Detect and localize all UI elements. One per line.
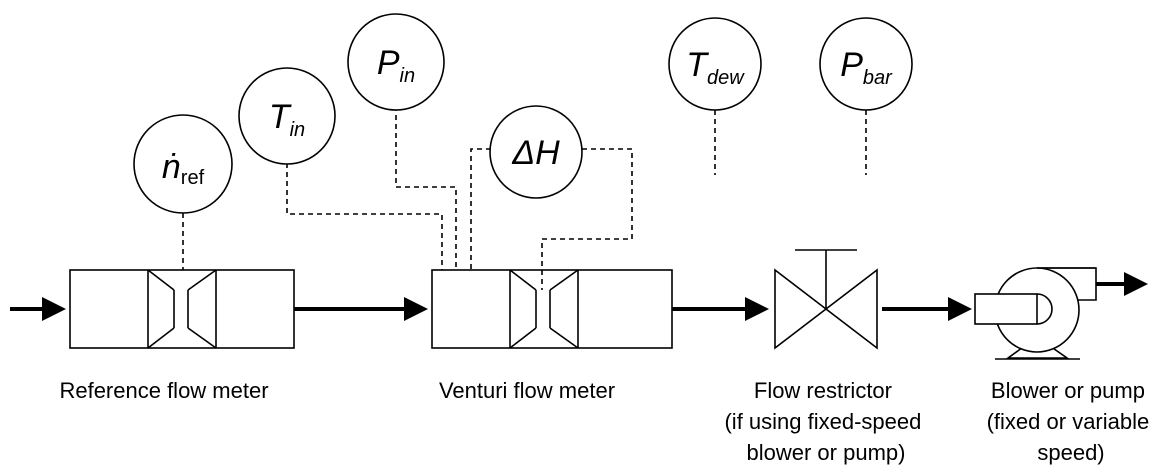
svg-text:Pin: Pin	[377, 44, 415, 87]
ndot-ref-symbol: ṅ	[162, 148, 181, 186]
svg-text:Tdew: Tdew	[686, 46, 745, 89]
flow-restrictor-label: Flow restrictor (if using fixed-speed bl…	[724, 378, 927, 465]
t-in-subscript: in	[290, 119, 306, 141]
delta-h-instrument: ΔH	[489, 105, 583, 199]
delta-h-low-signal-line	[541, 148, 633, 290]
flow-restrictor-valve	[774, 249, 878, 350]
p-in-instrument: Pin	[347, 13, 445, 111]
p-in-symbol: P	[377, 44, 400, 82]
delta-h-symbol: ΔH	[511, 134, 560, 172]
delta-h-high-signal-line	[470, 148, 491, 270]
t-dew-instrument: Tdew	[668, 17, 762, 111]
blower-pump	[974, 267, 1097, 360]
svg-text:Pbar: Pbar	[840, 46, 893, 89]
reference-flow-meter	[69, 269, 295, 349]
p-bar-instrument: Pbar	[819, 17, 913, 111]
ndot-ref-subscript: ref	[181, 167, 205, 189]
p-bar-subscript: bar	[863, 67, 893, 89]
p-in-subscript: in	[400, 65, 416, 87]
svg-text:ṅref: ṅref	[162, 148, 205, 189]
blower-label: Blower or pump (fixed or variable speed)	[987, 378, 1156, 465]
ndot-ref-instrument: ṅref	[133, 114, 233, 214]
t-dew-subscript: dew	[707, 67, 745, 89]
p-in-signal-line	[395, 97, 457, 270]
t-in-symbol: T	[269, 98, 292, 136]
t-dew-symbol: T	[686, 46, 709, 84]
t-in-signal-line	[286, 163, 443, 270]
p-bar-symbol: P	[840, 46, 863, 84]
venturi-flow-meter-label: Venturi flow meter	[439, 378, 615, 403]
t-in-instrument: Tin	[238, 67, 336, 165]
reference-flow-meter-label: Reference flow meter	[59, 378, 268, 403]
svg-text:Tin: Tin	[269, 98, 305, 141]
venturi-flow-meter	[431, 269, 673, 349]
